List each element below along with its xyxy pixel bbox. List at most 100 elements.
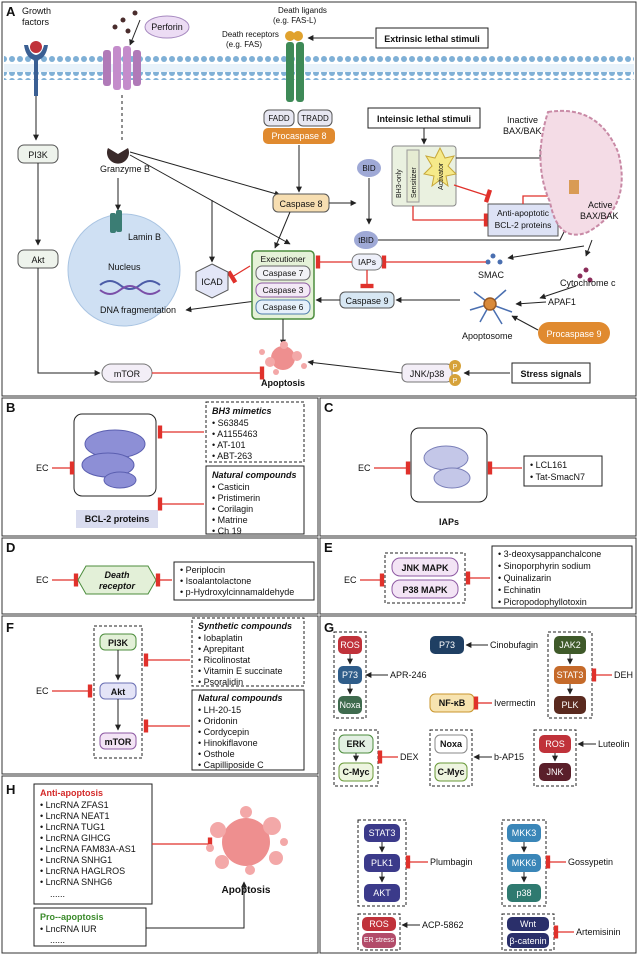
g-plumbagin: Plumbagin [430, 857, 473, 867]
g-p73b: P73 [439, 640, 455, 650]
svg-text:ER stress: ER stress [364, 937, 395, 944]
svg-text:C: C [324, 400, 334, 415]
e-p38: P38 MAPK [402, 585, 448, 595]
g-akt: AKT [373, 888, 391, 898]
f-natural-box [191, 689, 305, 771]
a-stress: Stress signals [520, 369, 581, 379]
f-akt: Akt [111, 687, 126, 697]
svg-text:• LncRNA NEAT1: • LncRNA NEAT1 [40, 811, 110, 821]
a-perforin: Perforin [151, 22, 183, 32]
icad-shape [195, 263, 229, 299]
svg-text:......: ...... [50, 935, 65, 945]
g-apr: APR-246 [390, 670, 427, 680]
svg-text:• Vitamin E succinate: • Vitamin E succinate [198, 666, 283, 676]
a-apoptosome: Apoptosome [462, 331, 513, 341]
panel-a-letter: A [6, 4, 16, 19]
g-iver: Ivermectin [494, 698, 536, 708]
a-bid: BID [362, 164, 376, 173]
svg-text:• Periplocin: • Periplocin [180, 565, 225, 575]
svg-text:• Iobaplatin: • Iobaplatin [198, 633, 243, 643]
a-casp7: Caspase 7 [263, 268, 304, 278]
c-protein: IAPs [439, 517, 459, 527]
svg-text:• LH-20-15: • LH-20-15 [198, 705, 241, 715]
g-artemisinin: Artemisinin [576, 927, 621, 937]
panel-e: E EC JNK MAPK P38 MAPK • 3-deoxysappanch… [324, 540, 633, 609]
a-procaspase8: Procaspase 8 [271, 131, 326, 141]
dna-icon [99, 280, 161, 290]
svg-text:H: H [6, 782, 15, 797]
b-ec: EC [36, 463, 49, 473]
svg-text:• Ricolinostat: • Ricolinostat [198, 655, 251, 665]
a-casp6: Caspase 6 [263, 302, 304, 312]
panel-b: B BCL-2 proteins EC BH3 mimetics • S6384… [6, 400, 305, 536]
h-anti-box [33, 783, 153, 905]
g-wnt: Wnt [520, 919, 537, 929]
a-icad: ICAD [201, 277, 223, 287]
a-executioner: Executioner [261, 254, 306, 264]
svg-text:Death receptors(e.g. FAS): Death receptors(e.g. FAS) [222, 30, 279, 49]
svg-text:• Osthole: • Osthole [198, 749, 235, 759]
a-extrinsic: Extrinsic lethal stimuli [384, 34, 480, 44]
a-activator: Activator [438, 162, 445, 190]
svg-text:• p-Hydroxylcinnamaldehyde: • p-Hydroxylcinnamaldehyde [180, 587, 294, 597]
a-p1: P [453, 364, 458, 371]
a-casp3: Caspase 3 [263, 285, 304, 295]
g-mkk6: MKK6 [512, 858, 537, 868]
b-natural-box [205, 465, 305, 535]
c-drug-box [523, 455, 603, 487]
svg-text:G: G [324, 620, 334, 635]
g-p73a: P73 [342, 670, 358, 680]
a-mtor: mTOR [114, 369, 141, 379]
mitochondrion-icon [539, 109, 623, 236]
d-ec: EC [36, 575, 49, 585]
a-tradd: TRADD [301, 114, 329, 123]
perforin-pore-icon [103, 46, 141, 90]
bh3-mimetics-box [205, 401, 305, 463]
g-cmyc1: C-Myc [342, 767, 369, 777]
svg-text:• Aprepitant: • Aprepitant [198, 644, 245, 654]
a-casp9: Caspase 9 [345, 296, 388, 306]
e-drug-box [491, 545, 633, 609]
g-luteolin: Luteolin [598, 739, 630, 749]
svg-text:• LncRNA ZFAS1: • LncRNA ZFAS1 [40, 800, 109, 810]
svg-text:• Casticin: • Casticin [212, 482, 250, 492]
g-p38: p38 [516, 888, 531, 898]
bh3-list: • S63845 • A1155463 • AT-101 • ABT-263 [212, 418, 258, 461]
g-cmyc2: C-Myc [437, 767, 464, 777]
a-iaps: IAPs [358, 257, 376, 267]
a-p2: P [453, 378, 458, 385]
svg-text:• AT-101: • AT-101 [212, 440, 246, 450]
svg-text:• Corilagin: • Corilagin [212, 504, 253, 514]
a-pi3k: PI3K [28, 150, 48, 160]
svg-text:• LncRNA GIHCG: • LncRNA GIHCG [40, 833, 111, 843]
svg-text:• 3-deoxysappanchalcone: • 3-deoxysappanchalcone [498, 549, 601, 559]
svg-text:• Isoalantolactone: • Isoalantolactone [180, 576, 251, 586]
extrinsic-box [375, 27, 489, 49]
a-granzyme: Granzyme B [100, 164, 150, 174]
svg-text:......: ...... [50, 889, 65, 899]
svg-text:B: B [6, 400, 15, 415]
b-protein: BCL-2 proteins [85, 514, 150, 524]
svg-text:• Pristimerin: • Pristimerin [212, 493, 260, 503]
bcl2-protein-icon [81, 429, 146, 489]
g-plk1: PLK1 [371, 858, 393, 868]
death-receptor-icon [285, 31, 304, 102]
g-cino: Cinobufagin [490, 640, 538, 650]
a-fadd: FADD [268, 114, 290, 123]
g-stat3a: STAT3 [557, 670, 584, 680]
panel-c: C IAPs EC • LCL161 • Tat-SmacN7 [324, 400, 603, 527]
g-plk: PLK [561, 700, 578, 710]
a-lamin: Lamin B [128, 232, 161, 242]
h-apoptotic-cell-icon [206, 806, 288, 875]
c-ec: EC [358, 463, 371, 473]
g-gossypetin: Gossypetin [568, 857, 613, 867]
g-noxa2: Noxa [440, 739, 463, 749]
f-ec: EC [36, 686, 49, 696]
a-intrinsic: Inteinsic lethal stimuli [377, 114, 471, 124]
svg-text:• LncRNA FAM83A-AS1: • LncRNA FAM83A-AS1 [40, 844, 136, 854]
b-nat-title: Natural compounds [212, 470, 297, 480]
